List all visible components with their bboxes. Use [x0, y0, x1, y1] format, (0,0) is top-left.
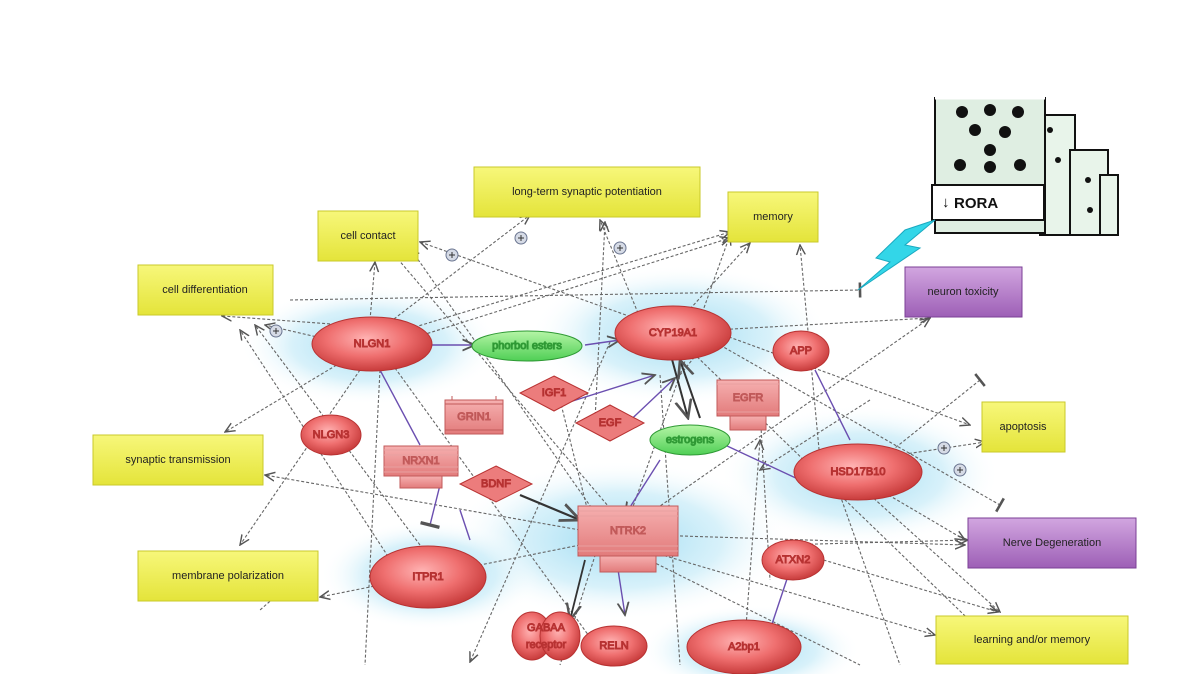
ligand-egf: EGF	[574, 404, 646, 442]
svg-text:long-term synaptic potentiatio: long-term synaptic potentiation	[512, 186, 662, 198]
lightning-bolt-icon	[857, 219, 936, 291]
svg-text:IGF1: IGF1	[542, 387, 566, 399]
svg-text:HSD17B10: HSD17B10	[830, 466, 885, 478]
svg-text:cell differentiation: cell differentiation	[162, 284, 247, 296]
rora-label: RORA	[954, 195, 998, 212]
svg-text:phorbol esters: phorbol esters	[492, 340, 562, 352]
disease-nodes: neuron toxicity Nerve Degeneration	[904, 266, 1137, 569]
process-nodes: long-term synaptic potentiation memory c…	[92, 166, 1129, 665]
svg-text:RELN: RELN	[599, 640, 628, 652]
svg-text:learning and/or memory: learning and/or memory	[974, 634, 1091, 646]
process-ltp: long-term synaptic potentiation	[473, 166, 701, 218]
svg-text:NRXN1: NRXN1	[402, 455, 439, 467]
svg-text:BDNF: BDNF	[481, 478, 511, 490]
svg-text:neuron toxicity: neuron toxicity	[928, 286, 999, 298]
receptor-nrxn1: NRXN1	[383, 445, 459, 489]
svg-text:ATXN2: ATXN2	[776, 554, 811, 566]
plus-markers	[269, 231, 967, 477]
chemical-phorbol-esters: phorbol esters	[471, 330, 583, 362]
svg-text:receptor: receptor	[526, 639, 567, 651]
rora-arrow: ↓	[942, 194, 950, 211]
gene-atxn2: ATXN2	[761, 539, 825, 581]
receptor-ntrk2: NTRK2	[577, 505, 679, 573]
svg-text:EGF: EGF	[599, 417, 622, 429]
gene-reln: RELN	[580, 625, 648, 667]
disease-neuron-toxicity: neuron toxicity	[904, 266, 1023, 318]
gene-nlgn3: NLGN3	[300, 414, 362, 456]
svg-text:NLGN1: NLGN1	[354, 338, 391, 350]
disease-nerve-degeneration: Nerve Degeneration	[967, 517, 1137, 569]
gene-gabaa-receptor: GABAA receptor	[511, 611, 581, 661]
chemical-estrogens: estrogens	[649, 424, 731, 456]
receptor-nodes: GRIN1 NRXN1 EGFR NTRK2	[383, 379, 780, 573]
ligand-nodes: IGF1 EGF BDNF	[458, 375, 646, 503]
svg-text:NTRK2: NTRK2	[610, 525, 646, 537]
receptor-egfr: EGFR	[716, 379, 780, 431]
gene-hsd17b10: HSD17B10	[793, 443, 923, 501]
svg-text:memory: memory	[753, 211, 793, 223]
svg-text:cell contact: cell contact	[340, 230, 395, 242]
svg-text:GRIN1: GRIN1	[457, 411, 491, 423]
svg-text:membrane polarization: membrane polarization	[172, 570, 284, 582]
gene-nodes: NLGN1 CYP19A1 APP NLGN3 HSD17B10 ITPR1 A…	[300, 305, 923, 674]
receptor-grin1: GRIN1	[444, 396, 504, 435]
svg-text:NLGN3: NLGN3	[313, 429, 350, 441]
process-cell-contact: cell contact	[317, 210, 419, 262]
svg-text:Nerve Degeneration: Nerve Degeneration	[1003, 537, 1101, 549]
rora-label-box	[931, 184, 1045, 221]
ligand-igf1: IGF1	[518, 375, 590, 412]
rora-building-graphic: ↓ RORA	[857, 96, 1119, 291]
gene-cyp19a1: CYP19A1	[614, 305, 732, 361]
svg-text:ITPR1: ITPR1	[412, 571, 443, 583]
process-membrane-polarization: membrane polarization	[137, 550, 319, 602]
svg-text:EGFR: EGFR	[733, 392, 764, 404]
svg-text:APP: APP	[790, 345, 812, 357]
svg-text:CYP19A1: CYP19A1	[649, 327, 697, 339]
svg-text:estrogens: estrogens	[666, 434, 715, 446]
svg-text:synaptic transmission: synaptic transmission	[125, 454, 230, 466]
process-synaptic-transmission: synaptic transmission	[92, 434, 264, 486]
process-cell-differentiation: cell differentiation	[137, 264, 274, 316]
ligand-bdnf: BDNF	[458, 465, 534, 503]
process-memory: memory	[727, 191, 819, 243]
gene-a2bp1: A2bp1	[686, 619, 802, 674]
svg-text:A2bp1: A2bp1	[728, 641, 760, 653]
svg-text:GABAA: GABAA	[527, 622, 566, 634]
gene-app: APP	[772, 330, 830, 372]
process-learning-memory: learning and/or memory	[935, 615, 1129, 665]
process-apoptosis: apoptosis	[981, 401, 1066, 453]
svg-text:apoptosis: apoptosis	[999, 421, 1047, 433]
gene-itpr1: ITPR1	[369, 545, 487, 609]
chemical-nodes: phorbol esters estrogens	[471, 330, 731, 456]
gene-nlgn1: NLGN1	[311, 316, 433, 372]
